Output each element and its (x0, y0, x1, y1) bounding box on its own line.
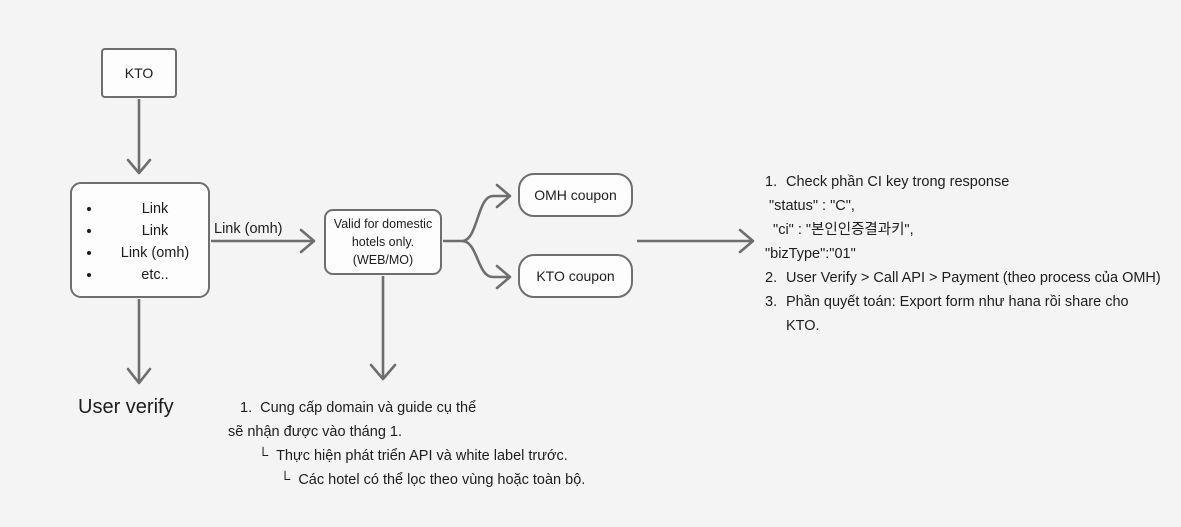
note-item-2-text: User Verify > Call API > Payment (theo p… (786, 270, 1161, 286)
node-valid-line-1: Valid for domestic (333, 217, 433, 231)
node-kto-label: KTO (124, 65, 154, 81)
note-item-3-text: Phần quyết toán: Export form như hana rồ… (786, 294, 1129, 334)
edge-valid-fork-to-coupons (443, 183, 512, 290)
bottom-note-line-2: sẽ nhận được vào tháng 1. (228, 424, 402, 440)
notes-right: 1. Check phần CI key trong response "sta… (765, 170, 1165, 338)
node-omh-coupon-label: OMH coupon (534, 187, 617, 203)
node-omh-coupon[interactable]: OMH coupon (518, 173, 633, 217)
node-valid-domestic[interactable]: Valid for domestic hotels only. (WEB/MO) (324, 209, 442, 275)
edge-valid-to-notes (369, 276, 397, 381)
note-item-2-number: 2. (765, 270, 778, 286)
edge-links-to-user-verify (126, 299, 152, 385)
edge-coupons-to-notes (637, 228, 755, 254)
list-item: Link (102, 198, 208, 220)
node-valid-line-3: (WEB/MO) (352, 253, 414, 267)
note-code-line-3: "bizType":"01" (765, 246, 856, 262)
bottom-note-line-4: └ Các hotel có thể lọc theo vùng hoặc to… (280, 472, 586, 488)
note-code-line-1: "status" : "C", (765, 198, 855, 214)
link-list: Link Link Link (omh) etc.. (72, 184, 208, 286)
note-item-1-text: Check phần CI key trong response (786, 174, 1010, 190)
note-code-line-2: "ci" : "본인인증결과키", (765, 222, 914, 238)
bottom-note-line-1: 1. Cung cấp domain và guide cụ thể (240, 400, 477, 416)
node-valid-line-2: hotels only. (351, 235, 415, 249)
node-kto[interactable]: KTO (101, 48, 177, 98)
note-item-3: 3. Phần quyết toán: Export form như hana… (765, 290, 1165, 338)
edge-label-link-omh: Link (omh) (214, 221, 283, 237)
label-user-verify: User verify (78, 396, 174, 418)
bottom-note-line-3: └ Thực hiện phát triển API và white labe… (258, 448, 568, 464)
notes-bottom: 1. Cung cấp domain và guide cụ thể sẽ nh… (228, 396, 688, 492)
list-item: etc.. (102, 264, 208, 286)
node-link-list[interactable]: Link Link Link (omh) etc.. (70, 182, 210, 298)
note-item-1-number: 1. (765, 174, 778, 190)
note-item-1: 1. Check phần CI key trong response (765, 170, 1165, 194)
node-kto-coupon[interactable]: KTO coupon (518, 254, 633, 298)
node-kto-coupon-label: KTO coupon (536, 268, 615, 284)
list-item: Link (omh) (102, 242, 208, 264)
note-item-3-number: 3. (765, 294, 778, 310)
note-item-2: 2. User Verify > Call API > Payment (the… (765, 266, 1165, 290)
list-item: Link (102, 220, 208, 242)
edge-kto-to-links (126, 99, 152, 175)
